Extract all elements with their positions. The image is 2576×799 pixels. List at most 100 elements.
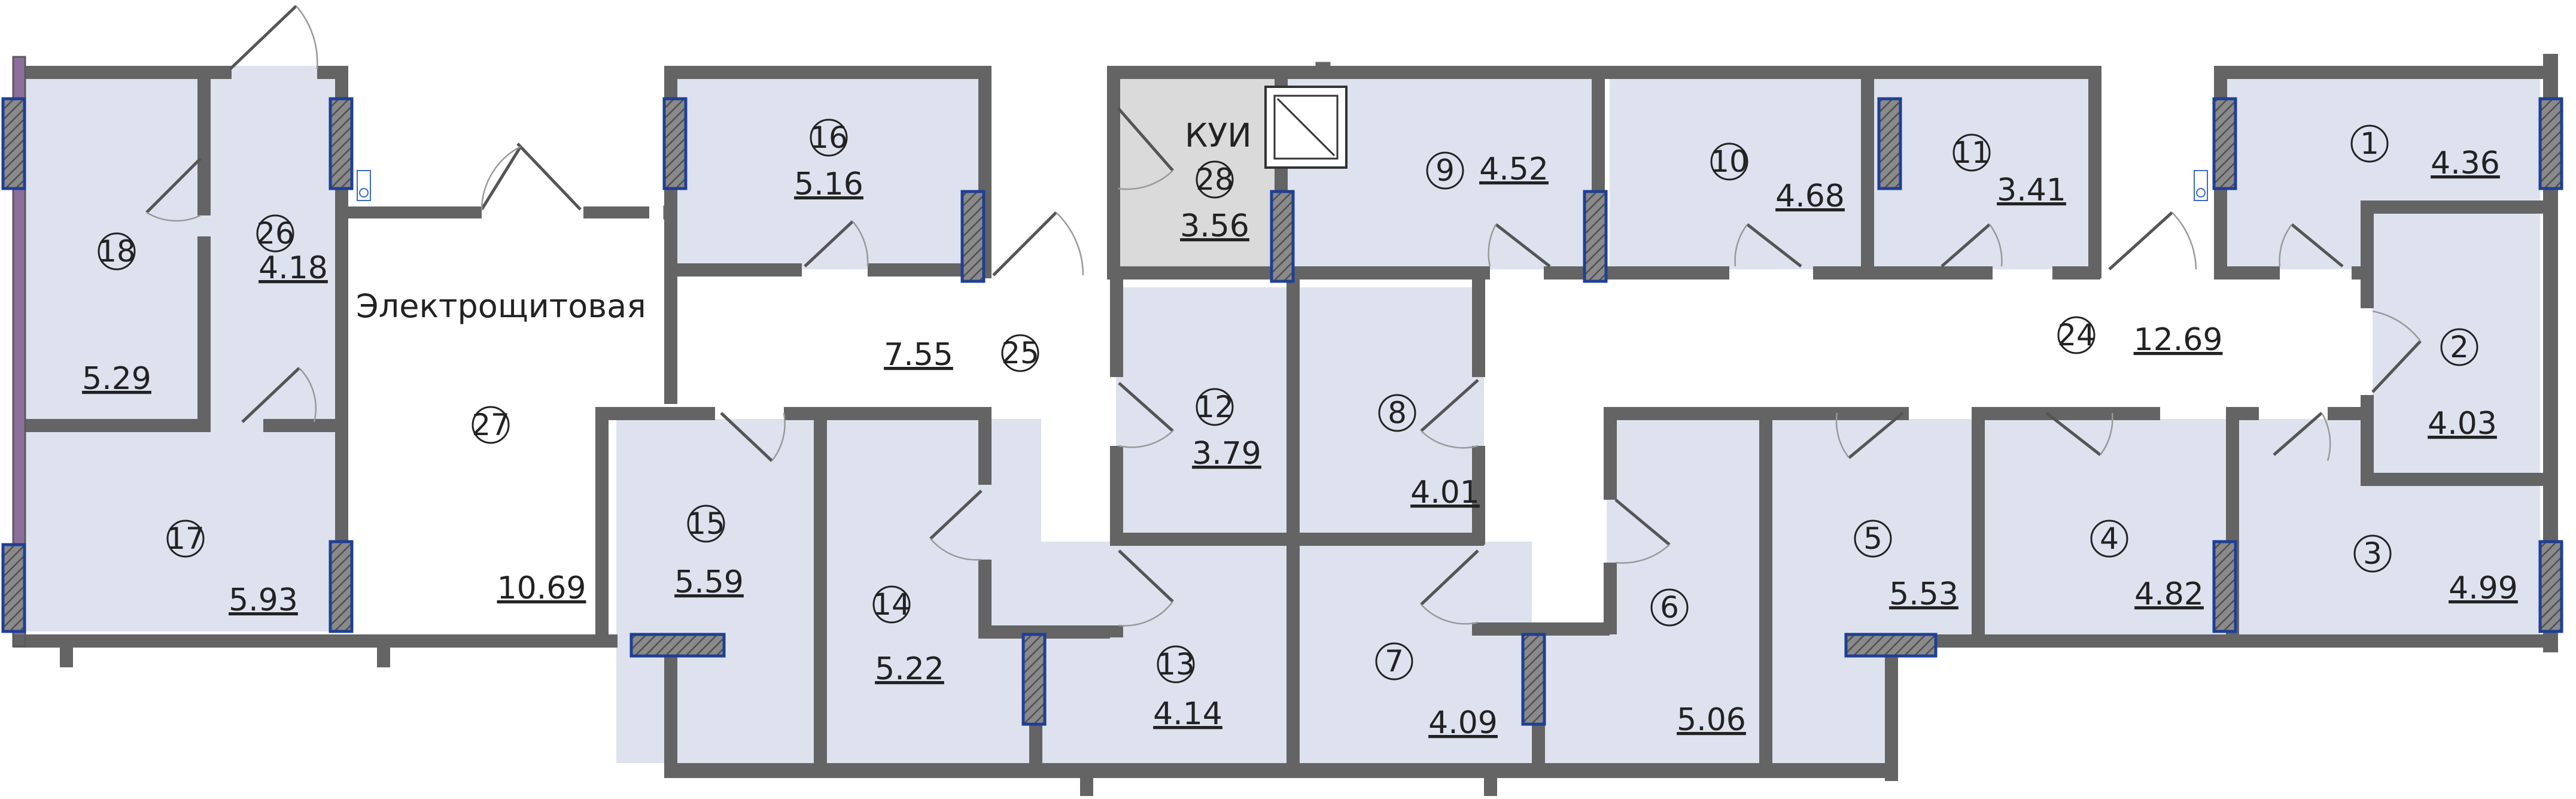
room-area: 4.18 <box>258 250 328 286</box>
room-13-fill <box>1041 542 1298 763</box>
room-3-fill <box>2238 419 2540 634</box>
room-number: 9 <box>1435 153 1455 188</box>
room-number-circle <box>1196 388 1234 426</box>
room-number-circle <box>1854 519 1892 558</box>
window <box>2212 97 2237 190</box>
room-number-circle <box>472 406 510 444</box>
room-number-circle <box>1952 133 1991 172</box>
room-area: 12.69 <box>2134 322 2223 358</box>
room-18-label: 185.29 <box>82 232 151 397</box>
room-number-circle <box>256 214 294 253</box>
room-26-fill <box>203 66 344 428</box>
door <box>516 142 582 211</box>
door <box>1118 549 1174 603</box>
window <box>1 543 26 633</box>
door <box>1117 107 1174 172</box>
door <box>1848 412 1904 459</box>
room-area: 3.79 <box>1192 436 1261 472</box>
window <box>960 190 986 283</box>
room-number: 5 <box>1863 521 1882 556</box>
room-6b-fill <box>1532 634 1768 763</box>
room-number: 7 <box>1385 644 1404 679</box>
room-8-fill <box>1298 287 1484 542</box>
room-11-label: 113.41 <box>1952 133 2066 208</box>
door <box>480 145 522 211</box>
door <box>2045 412 2101 456</box>
window <box>1270 190 1295 283</box>
window <box>1844 633 1938 658</box>
room-number: 16 <box>810 120 848 155</box>
room-17-fill <box>24 428 344 631</box>
room-17-label: 175.93 <box>166 519 298 618</box>
room-number-circle <box>687 505 725 543</box>
window <box>1877 97 1902 190</box>
door <box>2273 412 2323 456</box>
window <box>2538 540 2563 633</box>
room-area: 5.06 <box>1677 702 1746 738</box>
room-number: 1 <box>2360 126 2379 161</box>
room-area: 5.59 <box>674 564 744 600</box>
room-number-circle <box>166 519 205 558</box>
door <box>229 5 297 70</box>
room-number: 17 <box>166 521 205 556</box>
door <box>804 220 854 268</box>
room-number-circle <box>2440 328 2478 366</box>
door <box>720 412 773 462</box>
door <box>145 157 202 214</box>
room-15-label: 155.59 <box>674 505 744 600</box>
room-number: 28 <box>1196 162 1234 197</box>
door <box>929 490 983 540</box>
room-3-label: 34.99 <box>2353 534 2518 606</box>
room-number-circle <box>810 119 848 157</box>
room-number: 11 <box>1952 135 1991 170</box>
room-number: 27 <box>472 408 510 442</box>
room-area: 5.53 <box>1889 576 1958 612</box>
window <box>1 97 26 190</box>
window <box>1583 190 1608 283</box>
room-area: 5.22 <box>875 651 944 687</box>
room-area: 4.99 <box>2449 570 2518 606</box>
room-number: 15 <box>687 506 725 541</box>
room-number-circle <box>1157 645 1195 683</box>
room-number: 4 <box>2100 521 2119 556</box>
room-7-label: 74.09 <box>1375 642 1498 741</box>
room-area: 4.68 <box>1775 178 1845 214</box>
door <box>1420 379 1479 432</box>
electrical-markers <box>357 170 2208 201</box>
room-area: 5.29 <box>82 361 151 397</box>
room-5-label: 55.53 <box>1854 519 1958 612</box>
room-number: 25 <box>1001 336 1039 370</box>
window <box>1021 633 1047 726</box>
window <box>1521 633 1546 726</box>
room-number: 14 <box>872 587 911 622</box>
room-10-fill <box>1610 75 1861 269</box>
room-15-fill <box>616 419 826 763</box>
room-number-circle <box>1650 588 1689 627</box>
room-12-fill <box>1116 287 1298 542</box>
room-number: 18 <box>98 234 136 269</box>
door <box>2108 211 2173 271</box>
door <box>2371 340 2422 393</box>
room-1-label: 14.36 <box>2350 124 2500 181</box>
door <box>241 367 300 423</box>
room-area: 7.55 <box>884 337 953 373</box>
door <box>1495 223 1551 268</box>
room-7-fill <box>1298 542 1532 763</box>
room-26-label: 264.18 <box>256 214 328 286</box>
door <box>2291 223 2344 268</box>
door <box>1941 223 1991 268</box>
room-16-label: 165.16 <box>794 119 863 202</box>
room-labels: 14.3624.0334.9944.8255.5365.0674.0984.01… <box>82 117 2518 741</box>
room-area: 4.03 <box>2428 406 2497 442</box>
room-14-label: 145.22 <box>872 585 944 687</box>
room-area: 4.14 <box>1153 696 1222 732</box>
room-2-label: 24.03 <box>2428 328 2497 442</box>
electrical-outlet-icon <box>2196 188 2206 198</box>
room-14-fill <box>826 419 1041 763</box>
door <box>992 211 1057 277</box>
door <box>1614 499 1671 546</box>
electrical-outlet-icon <box>359 188 369 198</box>
doors <box>145 5 2422 627</box>
room-number: 8 <box>1388 396 1407 430</box>
